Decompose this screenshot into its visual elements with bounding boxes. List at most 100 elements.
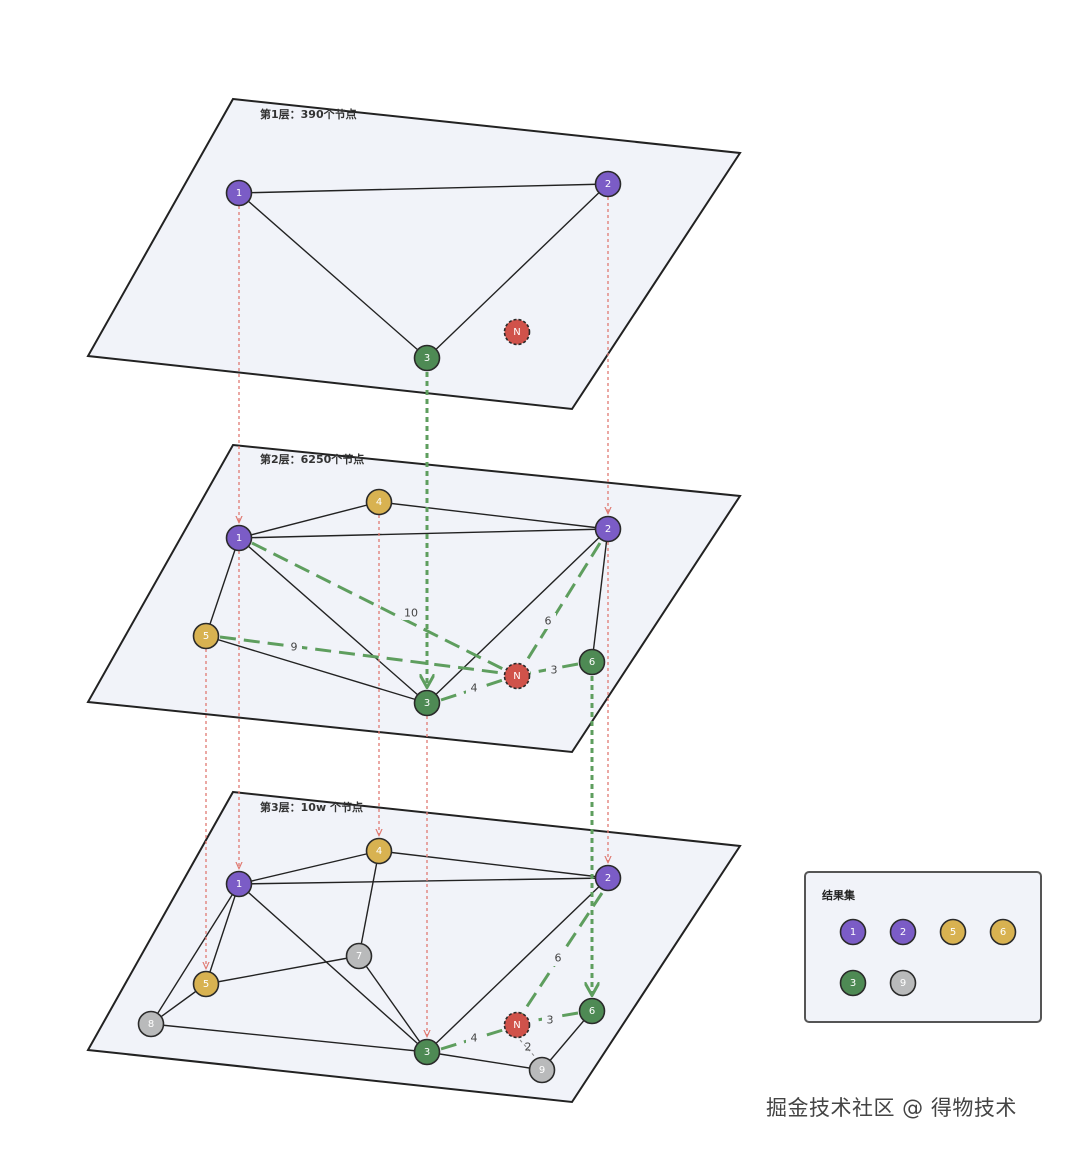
node-label: N (513, 1020, 520, 1031)
node-label: 3 (424, 353, 430, 364)
edge (426, 183, 609, 359)
edge (205, 883, 240, 985)
graph-node-2: 2 (889, 918, 917, 946)
distance-label: 4 (471, 682, 478, 695)
layer-1-title: 第1层：390个节点 (260, 107, 357, 121)
graph-node-6: 6 (578, 997, 606, 1025)
node-label: 6 (589, 657, 595, 668)
graph-node-2: 2 (594, 515, 622, 543)
graph-node-3: 3 (413, 1038, 441, 1066)
node-label: 4 (376, 846, 382, 857)
edge (426, 1051, 543, 1071)
distance-label: 9 (291, 641, 298, 654)
node-circle (839, 969, 867, 997)
inter-layer-links (206, 197, 608, 1036)
node-label: 1 (236, 188, 242, 199)
edge (238, 528, 609, 539)
edge (426, 877, 609, 1053)
node-circle (413, 689, 441, 717)
graph-node-5: 5 (192, 970, 220, 998)
edge (238, 183, 609, 194)
node-circle (192, 622, 220, 650)
node-circle (889, 969, 917, 997)
node-circle (594, 515, 622, 543)
query-node: N (503, 1011, 531, 1039)
node-label: 1 (236, 879, 242, 890)
edge (238, 883, 428, 1053)
node-label: 4 (376, 497, 382, 508)
graph-node-3: 3 (839, 969, 867, 997)
legend-title: 结果集 (821, 888, 856, 902)
node-label: 1 (236, 533, 242, 544)
node-label: 5 (203, 631, 209, 642)
node-label: 5 (203, 979, 209, 990)
node-circle (578, 997, 606, 1025)
edge (238, 501, 380, 539)
layer-2: 第2层：6250个节点 10 6 9 3 (86, 443, 742, 754)
node-label: 6 (589, 1006, 595, 1017)
node-circle (594, 864, 622, 892)
node-label: 7 (356, 951, 362, 962)
node-circle (989, 918, 1017, 946)
graph-node-1: 1 (225, 179, 253, 207)
graph-node-9: 9 (889, 969, 917, 997)
layer-3-plane (86, 790, 742, 1104)
graph-node-5: 5 (939, 918, 967, 946)
edge (150, 1023, 428, 1053)
node-label: 2 (605, 873, 611, 884)
node-label: 5 (950, 927, 956, 938)
node-circle (413, 1038, 441, 1066)
node-label: N (513, 671, 520, 682)
layer-2-title: 第2层：6250个节点 (260, 452, 364, 466)
layer-3-title: 第3层：10w 个节点 (260, 800, 363, 814)
node-label: 2 (605, 524, 611, 535)
node-circle (503, 1011, 531, 1039)
node-circle (839, 918, 867, 946)
node-circle (225, 870, 253, 898)
layer-1: 第1层：390个节点 (86, 97, 742, 411)
edge (378, 850, 609, 879)
node-circle (137, 1010, 165, 1038)
node-label: 2 (605, 179, 611, 190)
graph-node-9: 9 (528, 1056, 556, 1084)
node-circle (225, 179, 253, 207)
graph-node-1: 1 (225, 870, 253, 898)
node-circle (939, 918, 967, 946)
node-circle (528, 1056, 556, 1084)
graph-node-3: 3 (413, 689, 441, 717)
node-label: 1 (850, 927, 856, 938)
edge (238, 877, 609, 885)
layer-2-distance-labels: 10 6 9 3 4 (286, 604, 562, 696)
graph-node-1: 1 (839, 918, 867, 946)
distance-label: 4 (471, 1032, 478, 1045)
edge (358, 850, 380, 957)
layer-3: 第3层：10w 个节点 6 3 (86, 790, 742, 1104)
node-label: 3 (424, 1047, 430, 1058)
distance-label: 6 (555, 952, 562, 965)
graph-node-6: 6 (989, 918, 1017, 946)
graph-node-6: 6 (578, 648, 606, 676)
edge (238, 850, 380, 885)
node-circle (503, 662, 531, 690)
edge (426, 528, 609, 704)
distance-label: 3 (547, 1014, 554, 1027)
node-label: N (513, 327, 520, 338)
node-label: 6 (1000, 927, 1006, 938)
edge (238, 192, 428, 359)
graph-node-4: 4 (365, 488, 393, 516)
edge (150, 883, 240, 1025)
node-circle (889, 918, 917, 946)
query-node: N (503, 318, 531, 346)
node-circle (192, 970, 220, 998)
distance-label: 3 (551, 664, 558, 677)
node-label: 8 (148, 1019, 154, 1030)
node-label: 3 (424, 698, 430, 709)
edge (205, 635, 428, 704)
layer-2-plane (86, 443, 742, 754)
layer-3-distance-labels: 6 3 4 2 (466, 950, 566, 1054)
node-circle (503, 318, 531, 346)
